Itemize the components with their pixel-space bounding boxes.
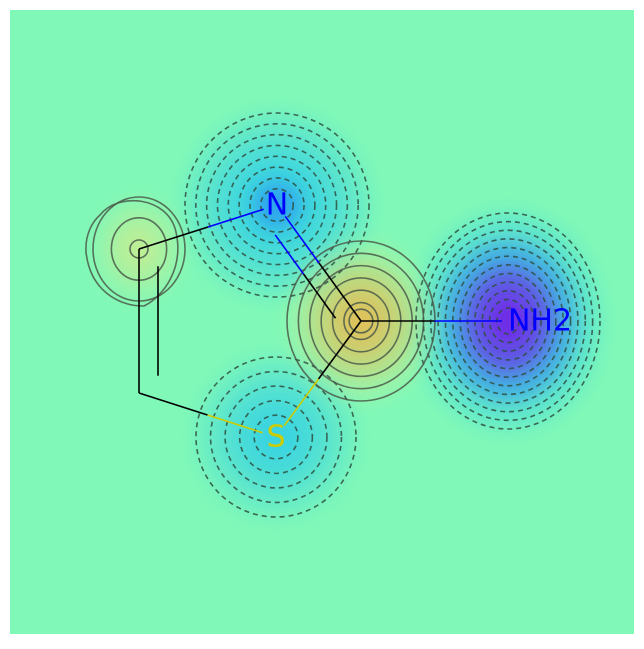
bond (284, 215, 320, 264)
atom-label-nh2: NH2 (508, 304, 572, 339)
negative-contour (444, 246, 572, 396)
bond (283, 378, 320, 427)
positive-contour (85, 200, 179, 307)
negative-contour (253, 414, 299, 460)
negative-contour (216, 144, 338, 266)
negative-contour (224, 385, 328, 489)
negative-contour (209, 370, 343, 504)
negative-contour (488, 298, 528, 344)
charge-blob (485, 294, 531, 348)
charge-blob (256, 417, 296, 457)
bond (138, 226, 209, 250)
negative-contour (415, 212, 601, 430)
atom-label-n1: N (266, 188, 288, 223)
negative-contour (474, 281, 542, 361)
negative-contour (184, 112, 370, 298)
contour-lines (85, 112, 601, 518)
bond-layer (138, 208, 502, 434)
negative-contour (451, 255, 564, 387)
negative-contour (205, 133, 349, 277)
bond (317, 320, 362, 380)
atom-label-s1: S (266, 420, 285, 455)
negative-contour (195, 123, 359, 287)
negative-contour (238, 399, 314, 475)
bond (207, 414, 263, 434)
negative-contour (259, 187, 295, 223)
bond (207, 208, 264, 228)
negative-contour (227, 155, 327, 255)
bond-inner-line (302, 273, 337, 319)
bond (318, 262, 362, 322)
negative-contour (481, 289, 535, 353)
negative-contour (238, 166, 316, 244)
negative-contour (195, 356, 357, 518)
bond (138, 392, 208, 416)
negative-contour (249, 177, 305, 233)
atom-label-layer: N S NH2 (266, 188, 572, 455)
bond-inner-line (274, 234, 305, 275)
